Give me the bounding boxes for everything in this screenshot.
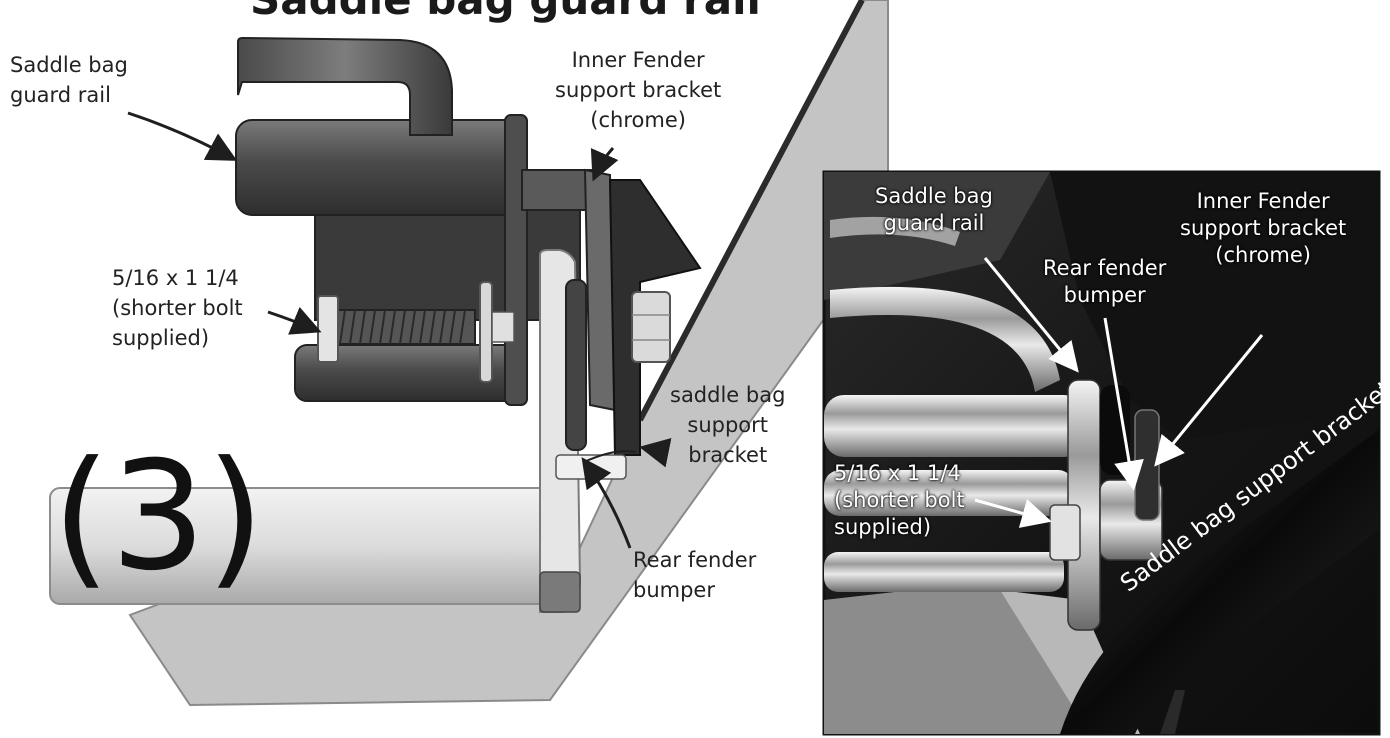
- bolt-head: [317, 295, 339, 363]
- label-line: saddle bag: [670, 383, 786, 407]
- label-line: Inner Fender: [1196, 189, 1330, 213]
- fender-edge-line: [637, 0, 865, 422]
- label-saddlebag-bracket: saddle bag support bracket: [670, 380, 785, 470]
- spacer: [491, 311, 515, 343]
- reference-photo: [822, 170, 1381, 736]
- label-line: Inner Fender: [571, 48, 705, 72]
- label-guard-rail: Saddle bag guard rail: [10, 50, 128, 110]
- label-bolt: 5/16 x 1 1/4 (shorter bolt supplied): [112, 263, 243, 353]
- figure-title-cropped: Saddle bag guard rail: [250, 0, 761, 22]
- arrow-guard-rail: [127, 111, 238, 161]
- label-line: support bracket: [1180, 216, 1347, 240]
- label-line: (shorter bolt: [112, 296, 243, 320]
- guard-rail-tube: [235, 119, 527, 216]
- label-line: Saddle bag: [10, 53, 128, 77]
- photo-label-rear-fender: Rear fender bumper: [1043, 255, 1166, 309]
- flange-plate-outer: [504, 114, 528, 406]
- flange-plate-inner: [521, 169, 593, 211]
- label-line: supplied): [112, 326, 210, 350]
- thread-lines: [339, 309, 466, 345]
- photo-label-bolt: 5/16 x 1 1/4 (shorter bolt supplied): [834, 460, 965, 541]
- label-line: (chrome): [590, 108, 686, 132]
- guard-rail-hook: [237, 36, 453, 136]
- label-line: (shorter bolt: [834, 488, 965, 512]
- label-line: support: [687, 413, 769, 437]
- label-inner-fender: Inner Fender support bracket (chrome): [555, 45, 721, 135]
- step-number: (3): [52, 430, 265, 604]
- label-line: supplied): [834, 515, 932, 539]
- label-line: 5/16 x 1 1/4: [834, 461, 961, 485]
- label-line: guard rail: [10, 83, 111, 107]
- label-line: bumper: [633, 578, 715, 602]
- arrow-rear-fender: [581, 457, 632, 549]
- label-line: (chrome): [1215, 243, 1311, 267]
- plate-foot: [539, 571, 581, 613]
- label-line: Rear fender: [1043, 256, 1167, 280]
- washer: [479, 281, 493, 383]
- bumper-disc: [565, 279, 587, 451]
- hex-nut: [631, 291, 671, 363]
- label-line: 5/16 x 1 1/4: [112, 266, 239, 290]
- arrow-inner-fender: [590, 146, 619, 182]
- label-line: bracket: [688, 443, 768, 467]
- label-rear-fender: Rear fender bumper: [633, 545, 756, 605]
- photo-label-guard-rail: Saddle bag guard rail: [875, 183, 993, 237]
- label-line: guard rail: [883, 211, 985, 235]
- fender-plate: [128, 0, 889, 707]
- label-line: support bracket: [555, 78, 722, 102]
- label-line: bumper: [1063, 283, 1146, 307]
- arrow-saddlebag-bracket: [639, 437, 672, 468]
- arrow-bolt: [267, 306, 322, 335]
- bumper-hook-outline: [583, 450, 637, 463]
- label-line: Saddle bag: [875, 184, 993, 208]
- photo-label-inner-fender: Inner Fender support bracket (chrome): [1180, 188, 1346, 269]
- label-line: Rear fender: [633, 548, 757, 572]
